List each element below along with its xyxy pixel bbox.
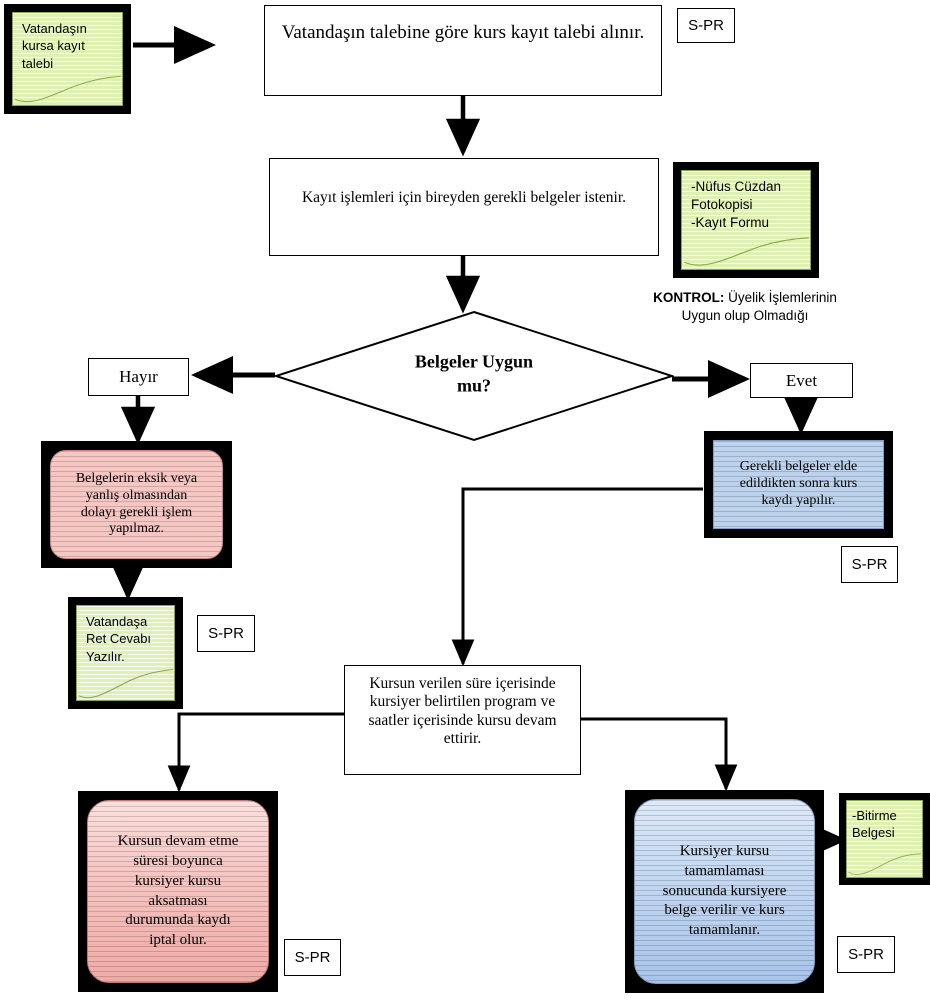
process-request-documents[interactable]: Kayıt işlemleri için bireyden gerekli be… (269, 158, 659, 256)
box-registration-cancelled-body: Kursun devam etme süresi boyunca kursiye… (87, 800, 269, 983)
wire-registered-to-attend (451, 487, 703, 667)
tag-s-pr-rejection-text: S-PR (208, 625, 244, 642)
note-completion-certificate[interactable]: -Bitirme Belgesi (839, 793, 930, 885)
caption-control: KONTROL: Üyelik İşlemlerinin Uygun olup … (620, 289, 870, 324)
box-registration-done-body: Gerekli belgeler elde edildikten sonra k… (713, 440, 884, 529)
caption-control-line1: KONTROL: Üyelik İşlemlerinin (620, 289, 870, 307)
note-paper: -Bitirme Belgesi (846, 800, 923, 878)
process-attend-course[interactable]: Kursun verilen süre içerisinde kursiyer … (344, 665, 581, 775)
note-swoosh-icon (14, 75, 121, 103)
box-course-completed-body: Kursiyer kursu tamamlaması sonucunda kur… (634, 799, 815, 984)
tag-s-pr-rejection[interactable]: S-PR (197, 615, 255, 652)
tag-s-pr-cancelled[interactable]: S-PR (284, 939, 341, 976)
label-yes[interactable]: Evet (750, 363, 853, 398)
box-registration-done[interactable]: Gerekli belgeler elde edildikten sonra k… (704, 431, 893, 538)
tag-s-pr-top-text: S-PR (688, 17, 724, 34)
decision-shape (274, 310, 674, 442)
note-required-documents-text: -Nüfus Cüzdan Fotokopisi -Kayıt Formu (691, 179, 782, 230)
wire-attend-to-completed (581, 717, 738, 792)
box-course-completed-text: Kursiyer kursu tamamlaması sonucunda kur… (662, 842, 787, 939)
decision-documents-valid[interactable]: Belgeler Uygun mu? (274, 310, 674, 442)
box-course-completed[interactable]: Kursiyer kursu tamamlaması sonucunda kur… (625, 790, 824, 993)
process-take-request[interactable]: Vatandaşın talebine göre kurs kayıt tale… (264, 5, 662, 96)
tag-s-pr-registration[interactable]: S-PR (841, 546, 898, 583)
wire-letter-to-cancelled (167, 712, 344, 793)
note-swoosh-icon (848, 853, 922, 875)
box-documents-rejected-body: Belgelerin eksik veya yanlış olmasından … (50, 450, 223, 559)
box-registration-cancelled-text: Kursun devam etme süresi boyunca kursiye… (117, 832, 239, 949)
box-registration-cancelled[interactable]: Kursun devam etme süresi boyunca kursiye… (78, 791, 278, 992)
note-paper: Vatandaşın kursa kayıt talebi (12, 12, 123, 106)
tag-s-pr-completed-text: S-PR (848, 946, 884, 963)
note-paper: Vatandaşa Ret Cevabı Yazılır. (76, 605, 175, 701)
tag-s-pr-registration-text: S-PR (851, 556, 888, 573)
box-documents-rejected[interactable]: Belgelerin eksik veya yanlış olmasından … (41, 441, 232, 568)
process-take-request-text: Vatandaşın talebine göre kurs kayıt tale… (281, 22, 645, 43)
note-paper: -Nüfus Cüzdan Fotokopisi -Kayıt Formu (681, 170, 811, 270)
note-swoosh-icon (78, 669, 174, 699)
tag-s-pr-top[interactable]: S-PR (677, 8, 735, 43)
note-completion-certificate-text: -Bitirme Belgesi (852, 808, 897, 841)
label-no-text: Hayır (119, 367, 158, 386)
tag-s-pr-cancelled-text: S-PR (294, 949, 331, 966)
box-documents-rejected-text: Belgelerin eksik veya yanlış olmasından … (75, 470, 198, 537)
process-request-documents-text: Kayıt işlemleri için bireyden gerekli be… (301, 189, 627, 206)
note-citizen-request-text: Vatandaşın kursa kayıt talebi (22, 21, 87, 71)
box-registration-done-text: Gerekli belgeler elde edildikten sonra k… (739, 459, 858, 508)
note-required-documents[interactable]: -Nüfus Cüzdan Fotokopisi -Kayıt Formu (673, 162, 819, 278)
note-rejection-letter[interactable]: Vatandaşa Ret Cevabı Yazılır. (68, 597, 183, 709)
tag-s-pr-completed[interactable]: S-PR (837, 936, 895, 973)
caption-control-rest: Üyelik İşlemlerinin (724, 290, 837, 305)
note-citizen-request[interactable]: Vatandaşın kursa kayıt talebi (4, 4, 131, 114)
caption-control-line2: Uygun olup Olmadığı (681, 307, 809, 323)
label-yes-text: Evet (785, 370, 818, 390)
note-rejection-letter-text: Vatandaşa Ret Cevabı Yazılır. (86, 614, 152, 664)
process-attend-course-text: Kursun verilen süre içerisinde kursiyer … (368, 675, 557, 747)
caption-control-bold: KONTROL: (653, 290, 725, 305)
label-no[interactable]: Hayır (88, 358, 189, 396)
note-swoosh-icon (684, 237, 809, 266)
